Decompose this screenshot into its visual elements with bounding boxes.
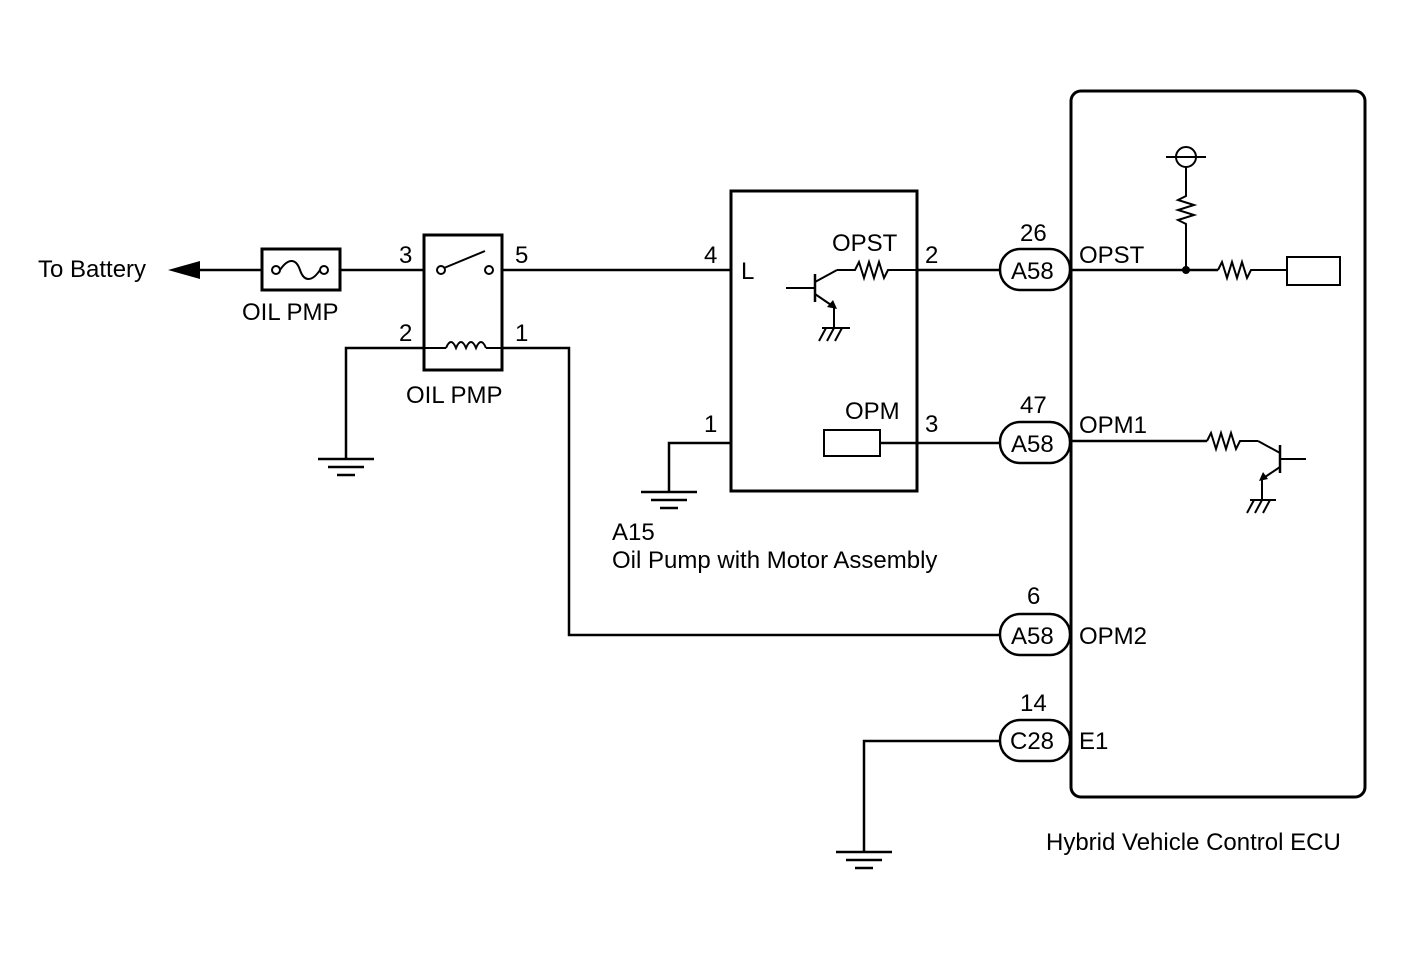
ground-icon	[318, 457, 374, 477]
pump-pin-4: 4	[704, 242, 717, 269]
connector-a58-47: A58 47	[998, 392, 1072, 465]
ecu-opst-element	[1286, 256, 1341, 286]
pump-opm-label: OPM	[845, 398, 900, 425]
connector-id: A58	[1011, 431, 1054, 458]
ecu-name: Hybrid Vehicle Control ECU	[1046, 829, 1341, 856]
connector-a58-26: A58 26	[998, 220, 1072, 292]
ecu-transistor-icon	[1246, 440, 1306, 514]
pump-name: Oil Pump with Motor Assembly	[612, 547, 937, 574]
pump-opst-label: OPST	[832, 230, 898, 257]
pump-opm-element	[823, 429, 881, 457]
ecu-opst-resistor-icon	[1217, 258, 1287, 282]
relay-pin-5: 5	[515, 242, 528, 269]
wire-e1-ground	[862, 739, 1000, 851]
oil-pump-box	[729, 189, 919, 493]
ecu-opm1-resistor-icon	[1206, 429, 1258, 453]
battery-arrow-icon	[168, 261, 200, 279]
ecu-terminal-opm1: OPM1	[1079, 412, 1147, 439]
ground-icon	[836, 850, 892, 870]
wire-relay-ground	[344, 346, 424, 458]
connector-id: A58	[1011, 623, 1054, 650]
connector-pin: 6	[1027, 583, 1040, 610]
connector-c28-14: C28 14	[998, 690, 1072, 763]
wire-relay-opm2	[502, 346, 1000, 637]
pump-pin-1: 1	[704, 411, 717, 438]
wire-pump-ground	[667, 441, 731, 491]
pullup-resistor-icon	[1174, 167, 1198, 270]
pump-transistor-icon	[786, 269, 850, 342]
relay-oil-pmp	[422, 233, 504, 372]
connector-id: C28	[1010, 728, 1054, 755]
ground-icon	[641, 490, 697, 510]
fuse-oil-pmp	[260, 247, 342, 292]
connector-pin: 47	[1020, 392, 1047, 419]
relay-pin-1: 1	[515, 320, 528, 347]
relay-pin-3: 3	[399, 242, 412, 269]
ecu-box	[1069, 89, 1367, 799]
pump-code: A15	[612, 519, 655, 546]
connector-pin: 26	[1020, 220, 1047, 247]
relay-label: OIL PMP	[406, 382, 502, 409]
ecu-terminal-opm2: OPM2	[1079, 623, 1147, 650]
pump-pin-2: 2	[925, 242, 938, 269]
connector-pin: 14	[1020, 690, 1047, 717]
ecu-terminal-opst: OPST	[1079, 242, 1145, 269]
connector-id: A58	[1011, 258, 1054, 285]
to-battery-label: To Battery	[38, 256, 146, 283]
pump-pin-L: L	[741, 258, 754, 285]
power-supply-icon	[1166, 146, 1206, 168]
pump-pin-3: 3	[925, 411, 938, 438]
fuse-label: OIL PMP	[242, 299, 338, 326]
ecu-terminal-e1: E1	[1079, 728, 1108, 755]
pump-resistor-icon	[837, 258, 917, 282]
relay-pin-2: 2	[399, 320, 412, 347]
connector-a58-6: A58 6	[998, 583, 1072, 657]
